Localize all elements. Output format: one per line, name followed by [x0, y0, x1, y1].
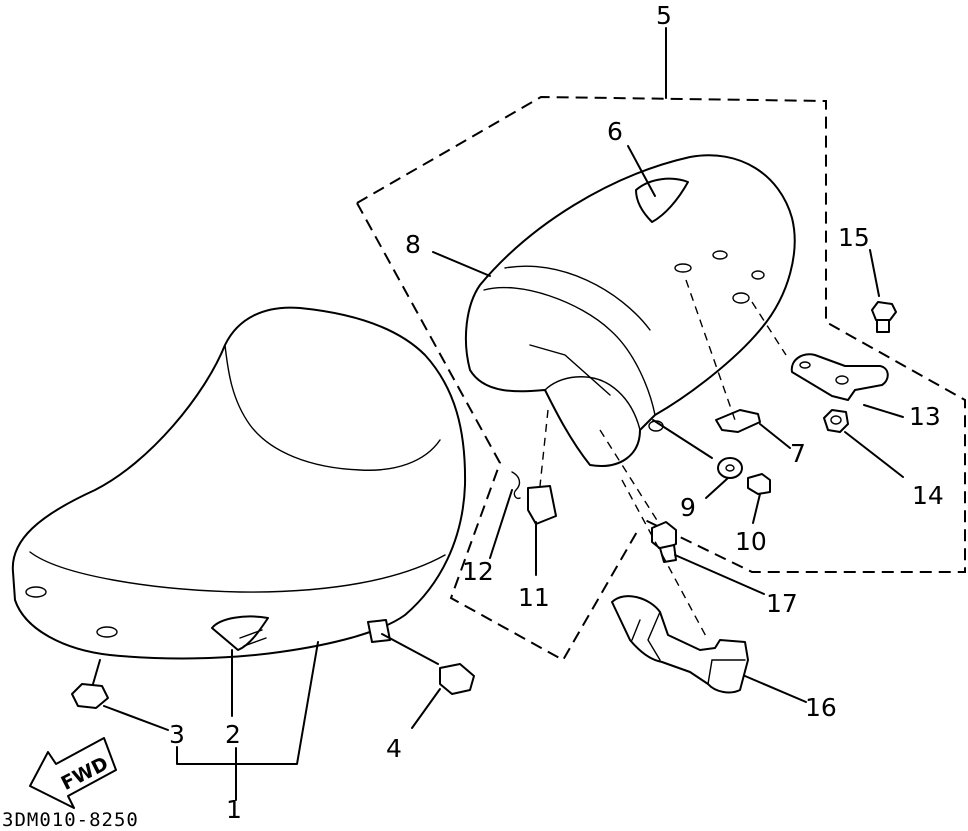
- screw-10: [747, 473, 771, 495]
- leader-lines: [92, 27, 904, 801]
- callout-15: 15: [838, 223, 870, 252]
- callout-10: 10: [735, 527, 767, 556]
- callout-12: 12: [462, 557, 494, 586]
- callout-5: 5: [656, 1, 672, 30]
- callout-11: 11: [518, 583, 550, 612]
- bolt-4: [439, 663, 475, 695]
- callout-1: 1: [226, 795, 242, 824]
- callout-2: 2: [225, 720, 241, 749]
- bracket-13: [790, 353, 889, 401]
- bracket-16: [611, 595, 749, 694]
- callout-8: 8: [405, 230, 421, 259]
- callout-3: 3: [169, 720, 185, 749]
- callout-13: 13: [909, 402, 941, 431]
- washer-9: [717, 457, 743, 479]
- callout-17: 17: [766, 589, 798, 618]
- rider-seat: [11, 306, 467, 660]
- collar-11: [527, 485, 557, 525]
- passenger-seat: [464, 154, 796, 467]
- callout-16: 16: [805, 693, 837, 722]
- callout-14: 14: [912, 481, 944, 510]
- callout-numbers: 1 2 3 4 5 6 7 8 9 10 11 12 13 14 15 16 1…: [169, 1, 944, 824]
- nut-14: [823, 409, 849, 433]
- callout-4: 4: [386, 734, 402, 763]
- fwd-arrow-icon: FWD: [29, 737, 117, 809]
- assembly-5-dashed-boundary: [356, 95, 966, 662]
- callout-6: 6: [607, 117, 623, 146]
- drawing-code: 3DM010-8250: [2, 809, 139, 831]
- clip-7: [715, 409, 761, 433]
- nut-3: [71, 683, 109, 709]
- callout-7: 7: [790, 439, 806, 468]
- callout-9: 9: [680, 493, 696, 522]
- pin-12: [511, 471, 521, 500]
- bolt-15: [871, 301, 897, 333]
